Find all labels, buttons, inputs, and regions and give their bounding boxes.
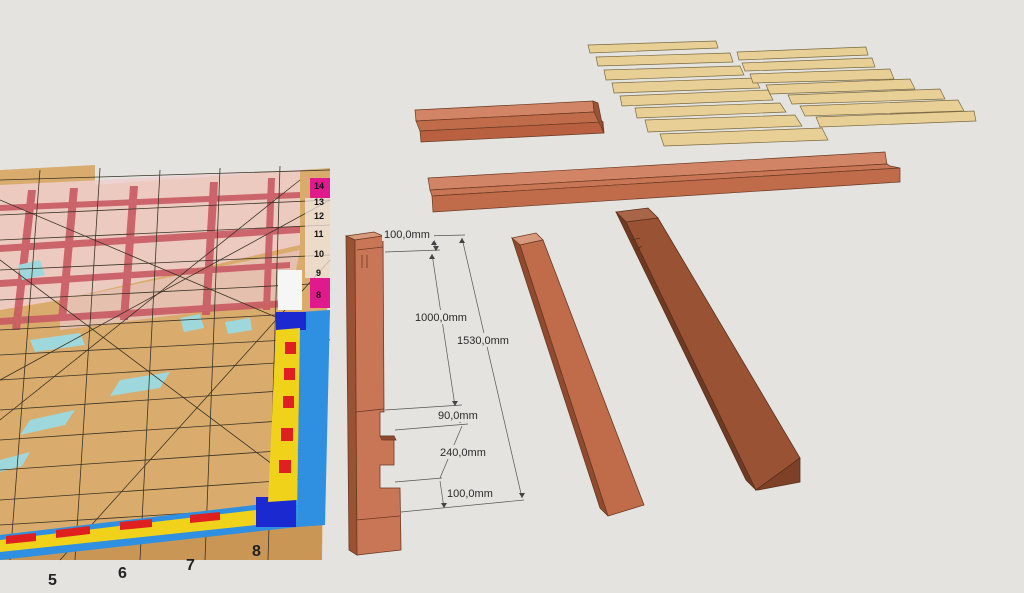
red-squares-vertical (279, 342, 296, 473)
frame-strips (0, 178, 300, 330)
post-face (354, 235, 402, 556)
navy-corner-bottom (256, 497, 296, 527)
col-num-10: 10 (314, 249, 324, 259)
col-num-11: 11 (314, 229, 324, 239)
red-bars-horizontal (6, 512, 220, 544)
row-num-5: 5 (48, 572, 57, 589)
dim-label-top: 100,0mm (384, 229, 430, 241)
diagonal-post-1 (511, 232, 645, 517)
notched-post (344, 231, 402, 556)
row-num-7: 7 (186, 557, 195, 574)
col-num-12: 12 (314, 211, 324, 221)
diagonal-post-2 (615, 207, 801, 491)
dim-label-middle: 1000,0mm (415, 312, 467, 324)
dim-label-total: 1530,0mm (457, 335, 509, 347)
col-num-8: 8 (316, 290, 321, 300)
col-num-9: 9 (316, 268, 321, 278)
blue-markers (0, 260, 252, 472)
dim-label-notch: 240,0mm (440, 447, 486, 459)
row-numbers: 5 6 7 8 (48, 543, 261, 589)
dim-label-notch-top: 90,0mm (438, 410, 478, 422)
col-num-14: 14 (314, 181, 324, 191)
dim-label-bottom: 100,0mm (447, 488, 493, 500)
dimension-arrows (429, 238, 525, 508)
layout-board: 14 13 12 11 10 9 8 7 (0, 165, 331, 589)
row-num-8: 8 (252, 543, 261, 560)
blue-border-vertical (297, 310, 330, 527)
grid-lines (0, 165, 331, 561)
short-beam-pair (414, 100, 605, 143)
osb-shadow (0, 525, 322, 560)
magenta-column (278, 178, 330, 310)
row-num-6: 6 (118, 565, 127, 582)
dimension-labels: 100,0mm 1000,0mm 1530,0mm 90,0mm 240,0mm… (382, 227, 513, 500)
col-num-13: 13 (314, 197, 324, 207)
long-beam (427, 151, 901, 213)
navy-corner-top (276, 312, 306, 330)
pine-slat-stack (587, 40, 977, 147)
dimension-annotations (382, 234, 525, 513)
